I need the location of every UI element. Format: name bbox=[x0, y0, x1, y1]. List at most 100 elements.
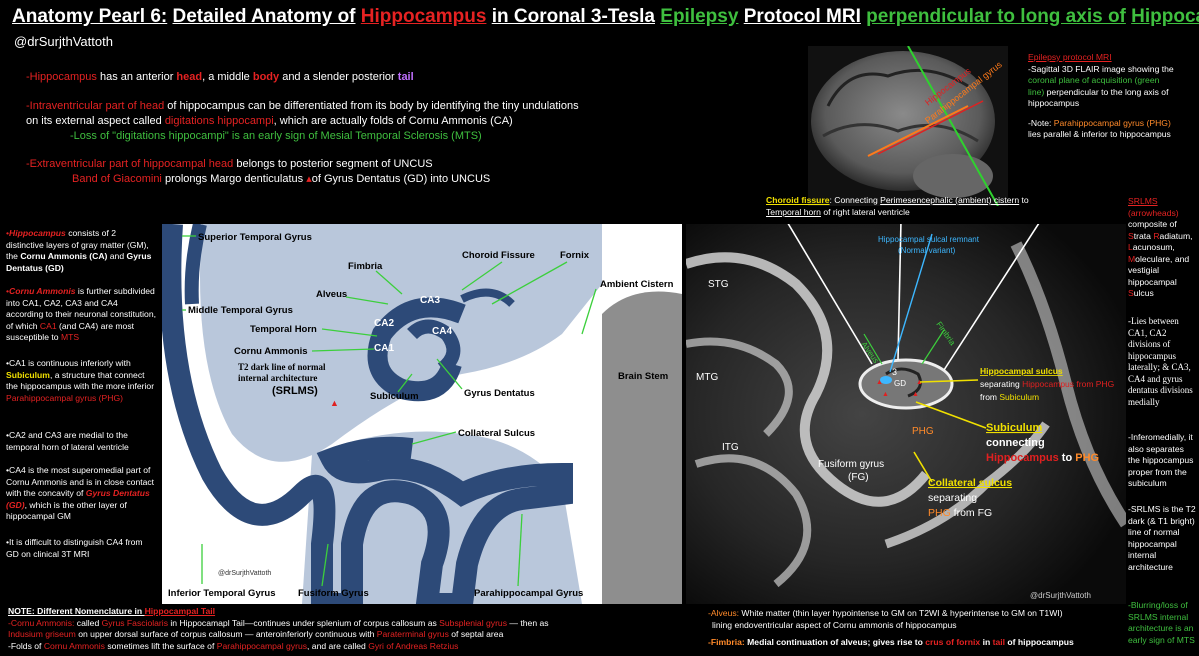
intro-line-5: -Extraventricular part of hippocampal he… bbox=[26, 157, 433, 172]
title-epilepsy: Epilepsy bbox=[660, 6, 739, 27]
diagram-label-fusiform: Fusiform Gyrus bbox=[298, 588, 369, 599]
mri-remnant-label-2: (Normal variant) bbox=[898, 246, 956, 255]
mri-stg-label: STG bbox=[708, 279, 729, 290]
mri-sub-text-1: connecting bbox=[986, 437, 1045, 449]
mri-mtg-label: MTG bbox=[696, 372, 718, 383]
title-hippocampus: Hippocampus bbox=[360, 6, 487, 27]
srlms-text: adiatum, bbox=[1159, 230, 1193, 241]
diagram-label-stg: Superior Temporal Gyrus bbox=[198, 232, 312, 243]
diagram-label-fimbria: Fimbria bbox=[348, 261, 383, 272]
epilepsy-note-line: Parahippocampal gyrus (PHG) bbox=[1053, 117, 1171, 128]
note-text: Medial continuation of alveus; gives ris… bbox=[744, 637, 926, 647]
mri-ca3-label: 3 bbox=[892, 367, 897, 377]
mri-hs-label: Hippocampal sulcus bbox=[980, 366, 1063, 376]
srlms-text: oleculare, and bbox=[1135, 253, 1190, 264]
note-text: of septal area bbox=[448, 629, 504, 639]
left-note-1: •Hippocampus consists of 2 distinctive l… bbox=[6, 228, 156, 274]
note-text: CA1 bbox=[39, 320, 57, 331]
diagram-label-t2-line1: T2 dark line of normal bbox=[238, 362, 326, 372]
note-text: of hippocampus bbox=[1005, 637, 1074, 647]
epilepsy-note-line: line) bbox=[1028, 86, 1045, 97]
mri-sub-text-2: Hippocampus to PHG bbox=[986, 452, 1099, 464]
intro-text: belongs to posterior segment of UNCUS bbox=[233, 158, 433, 170]
note-text: — then as bbox=[507, 617, 549, 628]
note-text: consists of 2 distinctive layers of gray… bbox=[6, 228, 149, 262]
author-handle: @drSurjthVattoth bbox=[14, 34, 113, 49]
diagram-label-alveus: Alveus bbox=[316, 289, 347, 300]
epilepsy-note-line: hippocampus bbox=[1028, 98, 1080, 108]
note-text: , which is the other layer of hippocampa… bbox=[6, 499, 127, 522]
svg-text:▲: ▲ bbox=[916, 379, 923, 386]
coronal-plane-line bbox=[907, 46, 999, 206]
note-text: Paraterminal gyrus bbox=[376, 629, 449, 639]
title-part4: perpendicular to long axis of bbox=[866, 6, 1126, 27]
right-notes-blur: -Blurring/loss of SRLMS internal archite… bbox=[1128, 600, 1195, 645]
diagram-pointer-lines bbox=[182, 235, 597, 587]
coronal-mri-image: 3 GD ▲▲▲▲ @drSurjthVattoth Alveus Fimbri… bbox=[686, 224, 1126, 604]
note-text: sometimes lift the surface of bbox=[104, 640, 217, 651]
diagram-label-itg: Inferior Temporal Gyrus bbox=[168, 588, 276, 599]
parahippocampal-arrow bbox=[867, 105, 969, 157]
note-text: White matter (thin layer hypointense to … bbox=[739, 608, 1063, 618]
left-note-3: •CA1 is continuous inferiorly with Subic… bbox=[6, 358, 156, 404]
intro-line-4: -Loss of "digitations hippocampi" is an … bbox=[70, 130, 482, 142]
intro-text: prolongs Margo denticulatus bbox=[161, 173, 307, 185]
gyrus-dentatus-shape bbox=[407, 319, 461, 375]
hippocampus-arrow bbox=[877, 100, 984, 155]
note-text: -Alveus: bbox=[708, 608, 740, 618]
diagram-label-subiculum: Subiculum bbox=[370, 391, 419, 402]
note-text: Cornu Ammonis bbox=[9, 286, 76, 296]
sagittal-flair-thumbnail: Hippocampus Parahippocampal gyrus bbox=[808, 46, 1008, 206]
note-text: crus of fornix bbox=[925, 637, 981, 647]
brainstem-shape bbox=[602, 314, 682, 604]
note-text: Subiculum bbox=[6, 369, 50, 380]
note-text: Parahippocampal gyrus (PHG) bbox=[6, 392, 124, 403]
intro-text: Band of Giacomini bbox=[72, 173, 162, 185]
diagram-label-ca2: CA2 bbox=[374, 318, 394, 329]
note-text: -Folds of bbox=[8, 640, 44, 651]
note-text: in Hippocamapl Tail—continues under sple… bbox=[168, 617, 440, 628]
note-text: Hippocampus bbox=[9, 228, 66, 238]
note-text: -Cornu Ammonis: bbox=[8, 617, 75, 628]
right-notes-srlms2: -SRLMS is the T2 dark (& T1 bright) line… bbox=[1128, 504, 1196, 572]
left-note-4: •CA2 and CA3 are medial to the temporal … bbox=[6, 430, 129, 452]
note-title: Hippocampal Tail bbox=[144, 606, 216, 616]
intro-line-6: Band of Giacomini prolongs Margo denticu… bbox=[72, 172, 490, 187]
note-text: •CA1 is continuous inferiorly with bbox=[6, 358, 131, 368]
bullet: • bbox=[6, 286, 10, 296]
intro-text: and a slender posterior bbox=[279, 71, 398, 83]
intro-text: on its external aspect called bbox=[26, 115, 165, 127]
diagram-label-t2-line2: internal architecture bbox=[238, 373, 317, 383]
epilepsy-note-title: Epilepsy protocol MRI bbox=[1028, 52, 1112, 62]
epilepsy-note-line: -Sagittal 3D FLAIR image showing the bbox=[1028, 63, 1174, 74]
intro-text: -Extraventricular part of hippocampal he… bbox=[26, 158, 234, 170]
note-text: lining endoventricular aspect of Cornu a… bbox=[712, 619, 957, 630]
note-text: Gyrus Dentatus (GD) bbox=[6, 488, 150, 510]
title-part2: in Coronal 3-Tesla bbox=[491, 6, 655, 27]
epilepsy-note-line: lies parallel & inferior to hippocampus bbox=[1028, 129, 1171, 139]
bottom-left-note: NOTE: Different Nomenclature in Hippocam… bbox=[8, 606, 549, 652]
diagram-label-brainstem: Brain Stem bbox=[618, 371, 668, 382]
left-note-6: •It is difficult to distinguish CA4 from… bbox=[6, 537, 143, 559]
caption-text: of right lateral ventricle bbox=[820, 206, 910, 217]
mri-hippocampus bbox=[858, 358, 954, 410]
mri-itg-label: ITG bbox=[722, 442, 739, 453]
caption-text: Perimesencephalic (ambient) cistern bbox=[880, 195, 1020, 205]
mri-watermark: @drSurjthVattoth bbox=[1030, 591, 1091, 600]
epilepsy-note: Epilepsy protocol MRI -Sagittal 3D FLAIR… bbox=[1028, 52, 1196, 141]
intro-line-2: -Intraventricular part of head of hippoc… bbox=[26, 99, 579, 114]
diagram-label-ca4: CA4 bbox=[432, 326, 452, 337]
srlms-text: L bbox=[1128, 242, 1133, 252]
cornu-ammonis-shape bbox=[367, 297, 466, 402]
diagram-label-choroid: Choroid Fissure bbox=[462, 250, 535, 261]
diagram-label-mtg: Middle Temporal Gyrus bbox=[188, 305, 293, 316]
note-text: is further subdivided into CA1, CA2, CA3… bbox=[6, 286, 157, 331]
svg-text:▲: ▲ bbox=[882, 391, 889, 398]
title-part3: Protocol MRI bbox=[743, 6, 861, 27]
diagram-watermark: @drSurjthVattoth bbox=[218, 570, 271, 577]
epilepsy-note-line: -Note: bbox=[1028, 117, 1054, 128]
intro-text: head bbox=[176, 71, 203, 83]
srlms-text: S bbox=[1128, 288, 1134, 298]
gray-matter-region bbox=[200, 224, 602, 462]
svg-text:▲: ▲ bbox=[912, 391, 919, 398]
